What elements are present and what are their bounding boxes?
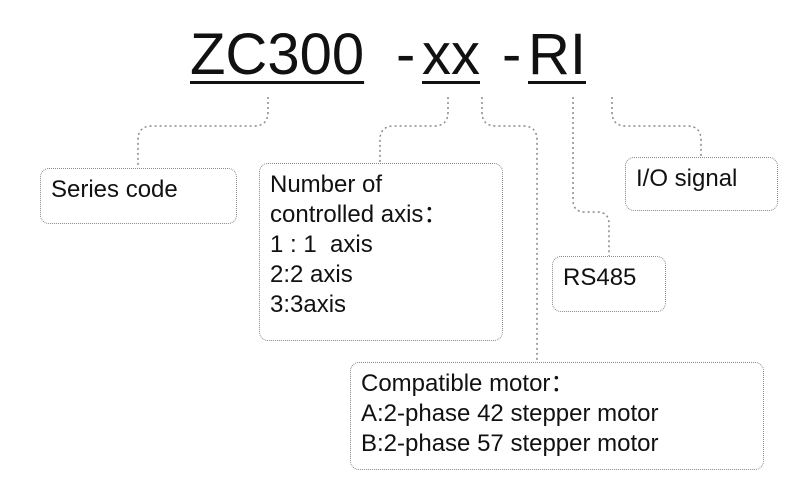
axis-count-line-3: 1 : 1 axis (270, 231, 373, 258)
connector-rs485 (572, 97, 610, 256)
motor-line-3: B:2-phase 57 stepper motor (361, 430, 659, 457)
model-separator-2: - (502, 22, 522, 87)
io-signal-box: I/O signal (625, 157, 778, 211)
rs485-box: RS485 (552, 256, 666, 312)
axis-count-line-1: Number of (270, 171, 383, 198)
io-signal-label: I/O signal (636, 165, 738, 192)
motor-line-1: Compatible motor： (361, 370, 575, 397)
connector-motor (481, 97, 538, 362)
axis-count-line-2: controlled axis： (270, 201, 448, 228)
motor-line-2: A:2-phase 42 stepper motor (361, 400, 659, 427)
model-axis-code: xx (422, 22, 480, 87)
model-series-code: ZC300 (190, 22, 365, 87)
rs485-label: RS485 (563, 264, 637, 291)
connector-series (137, 97, 269, 168)
motor-box: Compatible motor： A:2-phase 42 stepper m… (350, 362, 764, 470)
model-separator-1: - (396, 22, 416, 87)
axis-count-line-5: 3:3axis (270, 291, 347, 318)
connector-io (611, 97, 702, 157)
series-code-box: Series code (40, 168, 237, 224)
series-code-label: Series code (51, 176, 178, 203)
axis-count-box: Number of controlled axis： 1 : 1 axis 2:… (259, 163, 503, 341)
connector-axis (379, 97, 449, 163)
model-option-code: RI (528, 22, 586, 87)
axis-count-line-4: 2:2 axis (270, 261, 353, 288)
